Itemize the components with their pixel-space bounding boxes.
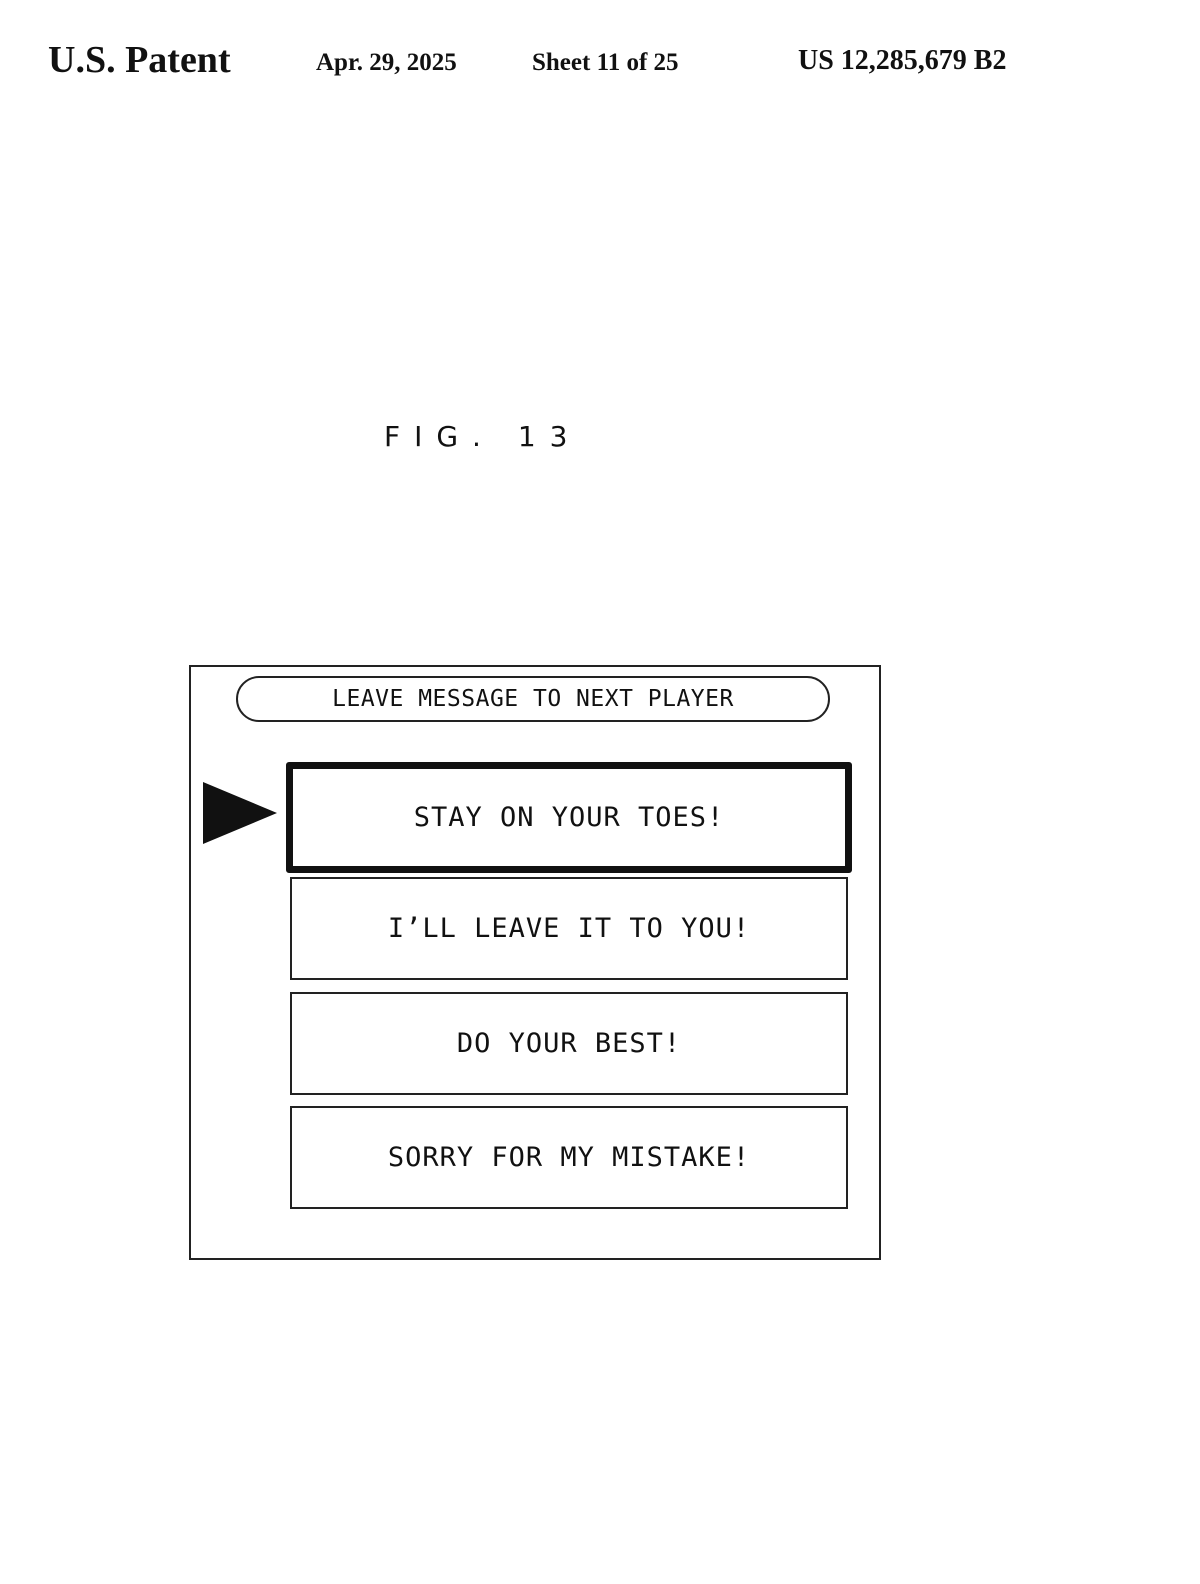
- patent-number: US 12,285,679 B2: [798, 45, 1007, 76]
- patent-header: U.S. Patent Apr. 29, 2025 Sheet 11 of 25…: [0, 38, 1200, 88]
- figure-label: FIG. 13: [384, 420, 582, 453]
- message-option-leave-it-to-you[interactable]: I’LL LEAVE IT TO YOU!: [290, 877, 848, 980]
- patent-date: Apr. 29, 2025: [316, 49, 457, 76]
- screen-title: LEAVE MESSAGE TO NEXT PLAYER: [236, 676, 830, 722]
- sheet-number: Sheet 11 of 25: [532, 49, 679, 76]
- message-screen: LEAVE MESSAGE TO NEXT PLAYER STAY ON YOU…: [189, 665, 881, 1260]
- message-option-sorry-for-my-mistake[interactable]: SORRY FOR MY MISTAKE!: [290, 1106, 848, 1209]
- patent-brand: U.S. Patent: [48, 39, 231, 81]
- message-option-do-your-best[interactable]: DO YOUR BEST!: [290, 992, 848, 1095]
- message-option-stay-on-your-toes[interactable]: STAY ON YOUR TOES!: [286, 762, 852, 873]
- triangle-pointer-icon: [203, 782, 277, 844]
